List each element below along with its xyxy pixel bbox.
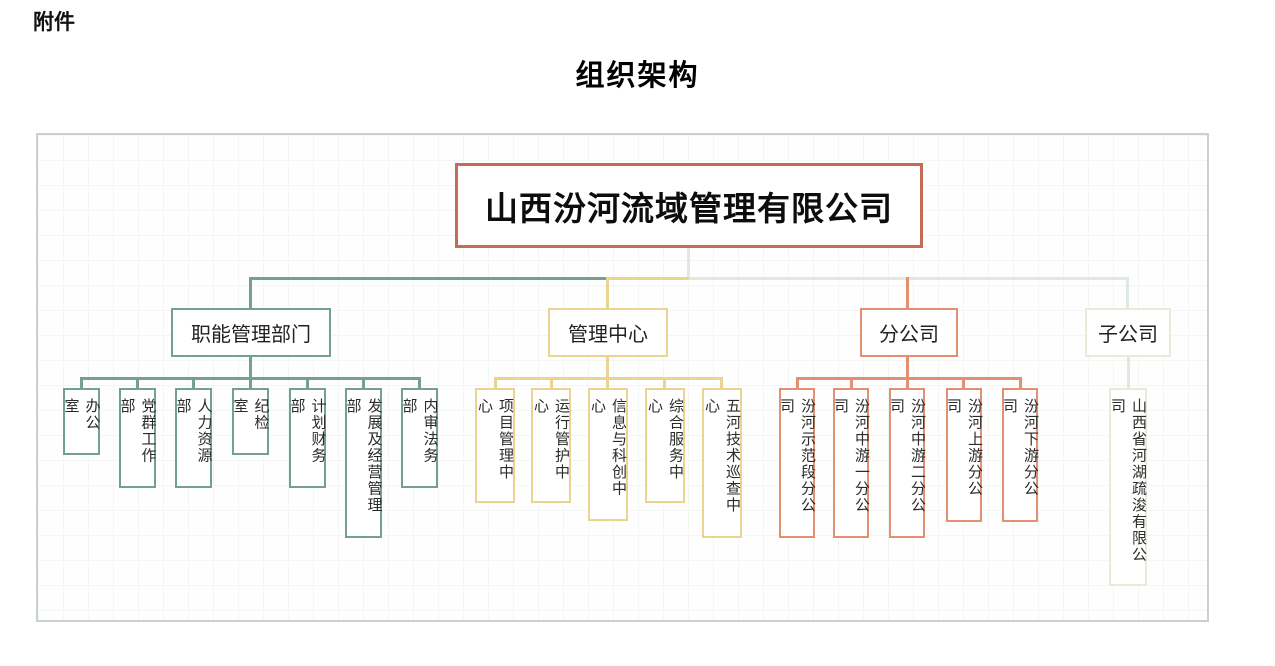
org-node-branch-subsidiaries: 子公司 [1085, 308, 1171, 357]
org-node-root: 山西汾河流域管理有限公司 [455, 163, 923, 248]
connector-drop-branch1 [249, 277, 252, 308]
connector-drop-branch4 [1126, 277, 1129, 308]
org-node-leaf: 计划财务部 [289, 388, 327, 488]
org-node-leaf: 汾河中游一分公司 [832, 388, 870, 538]
connector-drop [962, 377, 965, 388]
connector-drop [418, 377, 421, 388]
org-node-branch-management-centers: 管理中心 [548, 308, 668, 357]
connector-drop [80, 377, 83, 388]
connector-drop [306, 377, 309, 388]
connector-drop [850, 377, 853, 388]
connector-stub-g3 [906, 357, 909, 378]
page-title: 组织架构 [575, 60, 700, 92]
org-node-leaf: 党群工作部 [119, 388, 157, 488]
connector-drop [606, 377, 609, 388]
connector-drop [550, 377, 553, 388]
connector-drop-branch2 [606, 277, 609, 308]
org-node-branch-branch-companies: 分公司 [860, 308, 958, 357]
attachment-label: 附件 [33, 11, 75, 34]
connector-level1-h-green [249, 277, 607, 280]
org-node-leaf: 发展及经营管理部 [345, 388, 383, 538]
org-node-leaf: 项目管理中心 [475, 388, 515, 503]
connector-stub-g1 [249, 357, 252, 378]
connector-level1-h-yellow [607, 277, 691, 280]
connector-drop [362, 377, 365, 388]
connector-drop [796, 377, 799, 388]
org-node-leaf: 人力资源部 [175, 388, 213, 488]
org-node-leaf: 山西省河湖疏浚有限公司 [1109, 388, 1147, 586]
org-node-branch-functional-departments: 职能管理部门 [171, 308, 331, 357]
connector-drop-branch3 [906, 277, 909, 308]
org-node-leaf: 内审法务部 [401, 388, 439, 488]
connector-stub-g4 [1127, 357, 1130, 389]
org-node-leaf: 汾河下游分公司 [1001, 388, 1039, 522]
connector-drop [1019, 377, 1022, 388]
org-node-leaf: 运行管护中心 [531, 388, 571, 503]
org-node-leaf: 汾河上游分公司 [945, 388, 983, 522]
connector-drop [249, 377, 252, 388]
org-node-leaf: 汾河示范段分公司 [778, 388, 816, 538]
connector-drop [663, 377, 666, 388]
org-node-leaf: 汾河中游二分公司 [888, 388, 926, 538]
connector-level1-h-pale [689, 277, 1129, 280]
connector-drop [192, 377, 195, 388]
org-node-leaf: 纪检室 [232, 388, 270, 455]
org-node-leaf: 办公室 [63, 388, 101, 455]
org-node-leaf: 信息与科创中心 [588, 388, 628, 521]
connector-trunk [687, 248, 690, 278]
connector-drop [494, 377, 497, 388]
connector-drop [906, 377, 909, 388]
connector-drop [720, 377, 723, 388]
connector-stub-g2 [606, 357, 609, 378]
org-node-leaf: 五河技术巡查中心 [702, 388, 742, 538]
org-node-leaf: 综合服务中心 [645, 388, 685, 503]
connector-drop [136, 377, 139, 388]
